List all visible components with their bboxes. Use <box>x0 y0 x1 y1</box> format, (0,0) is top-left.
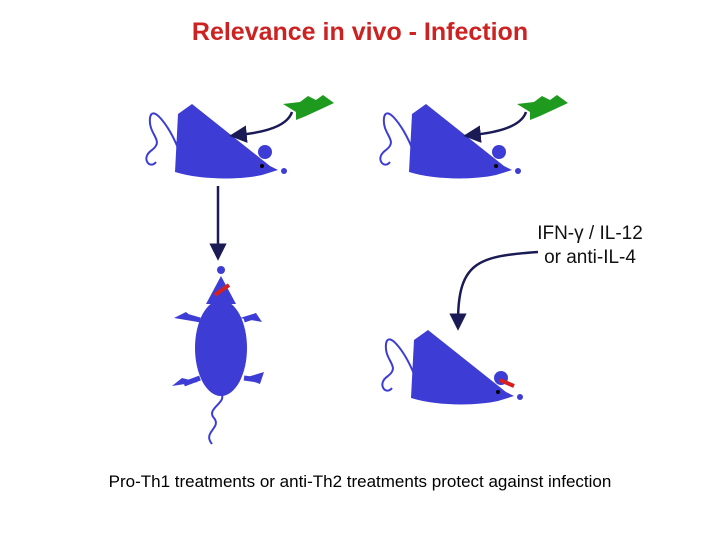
infection-arrow-right <box>463 111 528 143</box>
mouse-top-right <box>379 104 521 179</box>
mouse-bottom-left-sick <box>172 266 264 445</box>
mouse-top-left <box>145 104 287 179</box>
slide-title: Relevance in vivo - Infection <box>191 18 529 46</box>
treatment-line-1: IFN-γ / IL-12 <box>537 223 643 244</box>
slide-caption: Pro-Th1 treatments or anti-Th2 treatment… <box>108 472 612 491</box>
infection-arrow-left <box>229 111 294 143</box>
parasite-icon <box>283 95 334 120</box>
treatment-line-2: or anti-IL-4 <box>544 247 636 268</box>
parasite-icon <box>517 95 568 120</box>
treatment-arrow <box>449 250 539 331</box>
treatment-label: IFN-γ / IL-12 or anti-IL-4 <box>505 222 675 270</box>
mouse-bottom-right-protected <box>381 330 523 405</box>
